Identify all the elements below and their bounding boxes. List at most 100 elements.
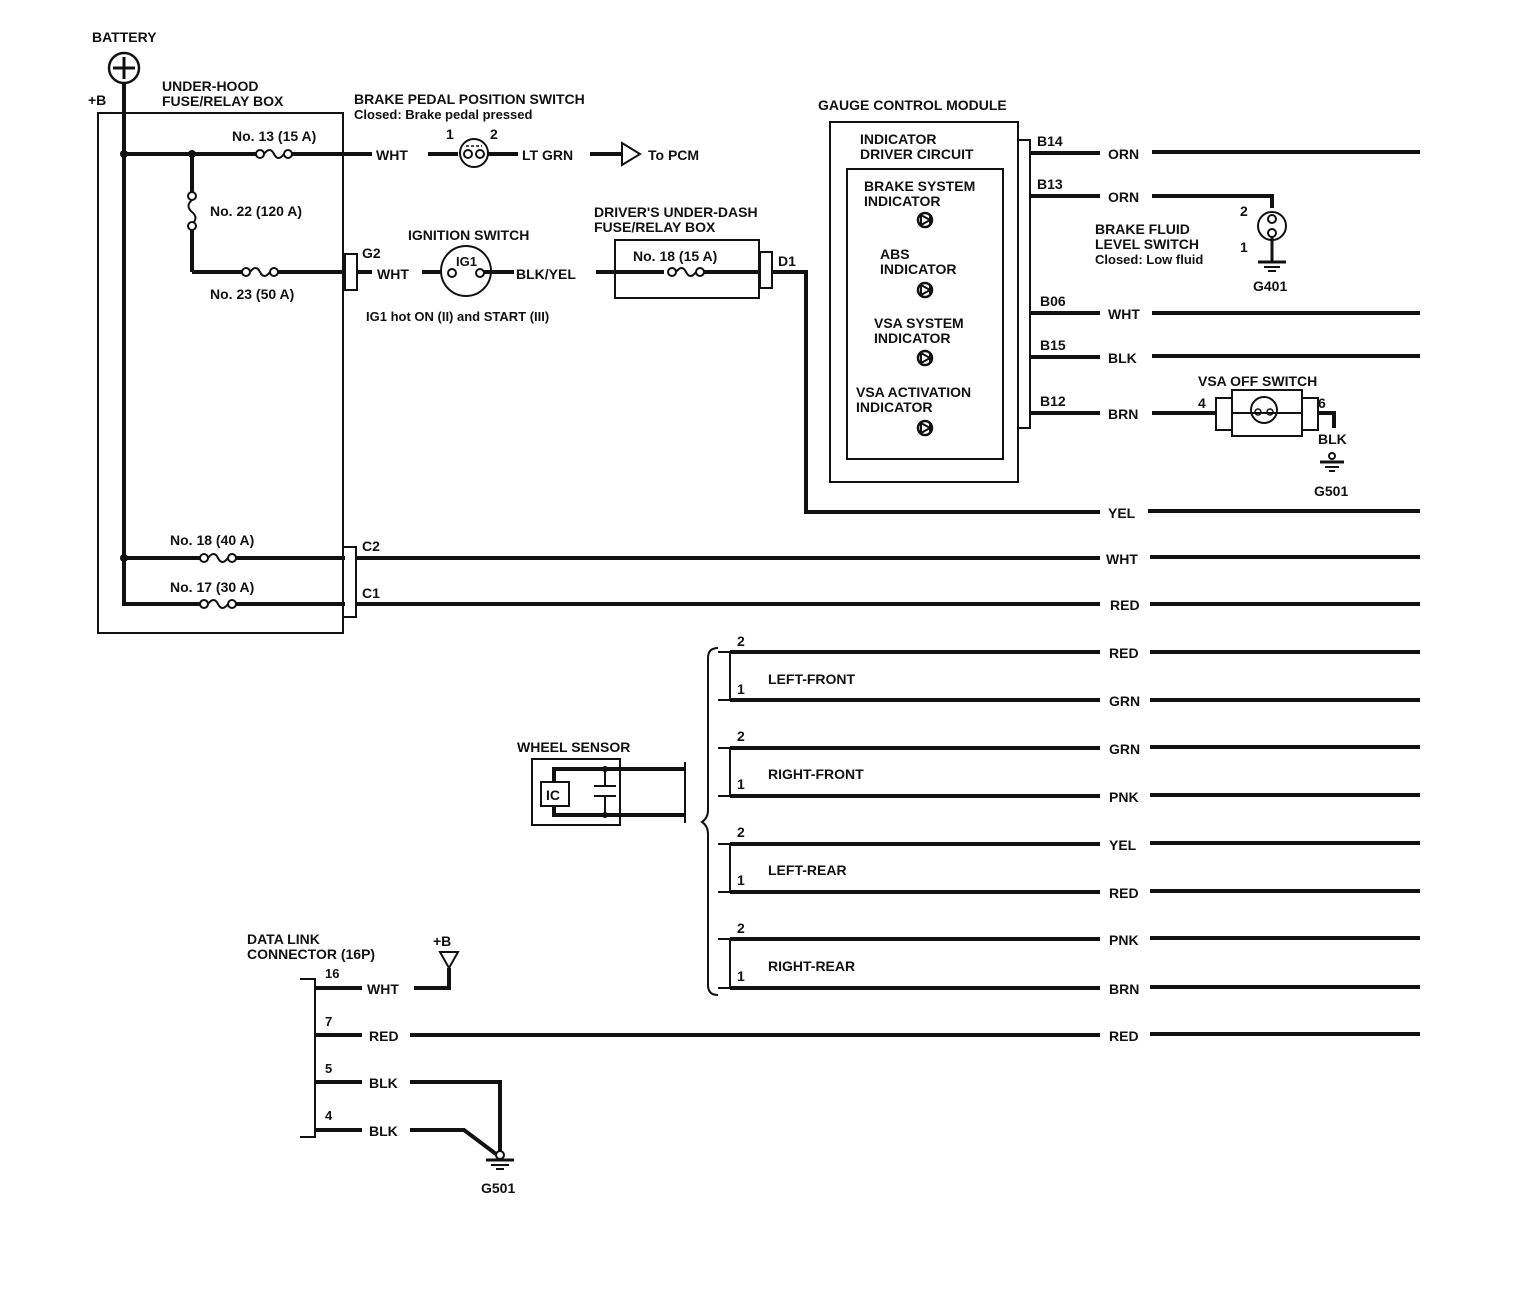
ground-g401-icon bbox=[1258, 260, 1286, 272]
red-trunk-label: RED bbox=[1110, 597, 1140, 613]
wire-segment bbox=[1152, 194, 1274, 208]
wire-segment bbox=[269, 267, 279, 277]
wire-segment bbox=[199, 599, 209, 609]
battery-label: BATTERY bbox=[92, 29, 157, 45]
wire-segment bbox=[1301, 397, 1319, 431]
wire-segment bbox=[718, 843, 731, 893]
vsa-activation-label-2: INDICATOR bbox=[856, 399, 932, 415]
ignition-wire-in: WHT bbox=[377, 266, 409, 282]
fuse-23-label: No. 23 (50 A) bbox=[210, 286, 294, 302]
driver-circuit-2: DRIVER CIRCUIT bbox=[860, 146, 974, 162]
c-connector bbox=[342, 546, 357, 618]
diagram-label: GRN bbox=[1109, 693, 1140, 709]
wire-segment bbox=[475, 149, 485, 159]
wire-segment bbox=[718, 747, 731, 797]
dlc-pin-16: 16 bbox=[325, 966, 339, 981]
diagram-label: GRN bbox=[1109, 741, 1140, 757]
brake-fluid-note: Closed: Low fluid bbox=[1095, 252, 1203, 267]
g401-label: G401 bbox=[1253, 278, 1287, 294]
wire-segment bbox=[410, 1128, 498, 1156]
dlc-connector bbox=[300, 978, 316, 1138]
wire-segment bbox=[602, 766, 608, 772]
battery-plus-icon bbox=[107, 51, 141, 85]
wire-segment bbox=[255, 149, 265, 159]
diagram-label: PNK bbox=[1109, 932, 1139, 948]
brake-indicator-label-2: INDICATOR bbox=[864, 193, 940, 209]
wire-b13: ORN bbox=[1108, 189, 1139, 205]
diagram-label: 2 bbox=[737, 728, 745, 744]
wire-segment bbox=[199, 553, 209, 563]
gauge-module-box bbox=[829, 121, 1019, 483]
diagram-label: 1 bbox=[737, 872, 745, 888]
gauge-connector bbox=[1018, 139, 1031, 429]
g501-vsa-label: G501 bbox=[1314, 483, 1348, 499]
brake-indicator-label-1: BRAKE SYSTEM bbox=[864, 178, 975, 194]
brake-fluid-label-1: BRAKE FLUID bbox=[1095, 221, 1190, 237]
dlc-wire-16: WHT bbox=[367, 981, 399, 997]
underhood-box bbox=[97, 112, 344, 634]
ignition-terminal-label: IG1 bbox=[456, 254, 477, 269]
wht-trunk-label: WHT bbox=[1106, 551, 1138, 567]
wire-segment bbox=[1328, 452, 1336, 460]
indicator-circuit-box bbox=[846, 168, 1004, 460]
brake-pedal-pin1: 1 bbox=[446, 126, 454, 142]
vsa-off-pin4: 4 bbox=[1198, 395, 1206, 411]
wire-segment bbox=[1215, 397, 1233, 431]
sensor-left-front: 2 1 LEFT-FRONT RED GRN bbox=[718, 633, 1420, 709]
wire-b12: BRN bbox=[1108, 406, 1138, 422]
wire-segment bbox=[414, 968, 451, 990]
diagram-label: 2 bbox=[737, 824, 745, 840]
vsa-system-label-1: VSA SYSTEM bbox=[874, 315, 964, 331]
wire-segment bbox=[187, 199, 197, 225]
c2-label: C2 bbox=[362, 538, 380, 554]
wire-segment bbox=[263, 149, 285, 159]
left-rear-label: LEFT-REAR bbox=[768, 862, 847, 878]
wire-segment bbox=[1318, 411, 1336, 428]
wire-segment bbox=[187, 221, 197, 231]
wheel-sensor-title: WHEEL SENSOR bbox=[517, 739, 630, 755]
wire-segment bbox=[495, 1150, 505, 1160]
dlc-wire-7: RED bbox=[369, 1028, 399, 1044]
diagram-label: PNK bbox=[1109, 789, 1139, 805]
dlc-pin-5: 5 bbox=[325, 1061, 332, 1076]
fuse-18-15a-icon bbox=[667, 267, 705, 277]
sensor-brace bbox=[700, 647, 719, 996]
diagram-label: 1 bbox=[737, 776, 745, 792]
vsa-off-wire: BLK bbox=[1318, 431, 1347, 447]
wire-segment bbox=[187, 191, 197, 201]
wire-segment bbox=[920, 213, 933, 227]
fuse-18-40a-icon bbox=[199, 553, 237, 563]
wire-segment bbox=[718, 938, 731, 989]
fuse-18-40a-label: No. 18 (40 A) bbox=[170, 532, 254, 548]
diagram-label: RED bbox=[1109, 885, 1139, 901]
wire-segment bbox=[447, 268, 457, 278]
wire-b15: BLK bbox=[1108, 350, 1137, 366]
dlc-red-far-label: RED bbox=[1109, 1028, 1139, 1044]
brake-pedal-switch-icon bbox=[459, 138, 489, 168]
fuse-23-icon bbox=[241, 267, 279, 277]
brake-pedal-switch-title: BRAKE PEDAL POSITION SWITCH bbox=[354, 91, 585, 107]
fuse-17-icon bbox=[199, 599, 237, 609]
arrow-to-pcm-icon bbox=[621, 141, 642, 167]
plus-b-source-icon bbox=[438, 951, 460, 971]
wire-segment bbox=[552, 767, 685, 782]
left-front-label: LEFT-FRONT bbox=[768, 671, 856, 687]
brake-pedal-switch-note: Closed: Brake pedal pressed bbox=[354, 107, 533, 122]
wire-segment bbox=[718, 651, 731, 701]
d1-label: D1 bbox=[778, 253, 796, 269]
brake-fluid-pin2: 2 bbox=[1240, 203, 1248, 219]
brake-fluid-switch-icon bbox=[1257, 211, 1287, 262]
diagram-label: YEL bbox=[1109, 837, 1137, 853]
wire-segment bbox=[475, 268, 485, 278]
wire-segment bbox=[552, 806, 685, 817]
underdash-title-2: FUSE/RELAY BOX bbox=[594, 219, 716, 235]
brake-indicator-lamp-icon bbox=[916, 211, 934, 229]
underdash-fuse-label: No. 18 (15 A) bbox=[633, 248, 717, 264]
wire-segment bbox=[920, 283, 933, 297]
wire-b14: ORN bbox=[1108, 146, 1139, 162]
dlc-wire-5: BLK bbox=[369, 1075, 398, 1091]
wire-segment bbox=[283, 149, 293, 159]
underhood-title-2: FUSE/RELAY BOX bbox=[162, 93, 284, 109]
wire-segment bbox=[695, 267, 705, 277]
